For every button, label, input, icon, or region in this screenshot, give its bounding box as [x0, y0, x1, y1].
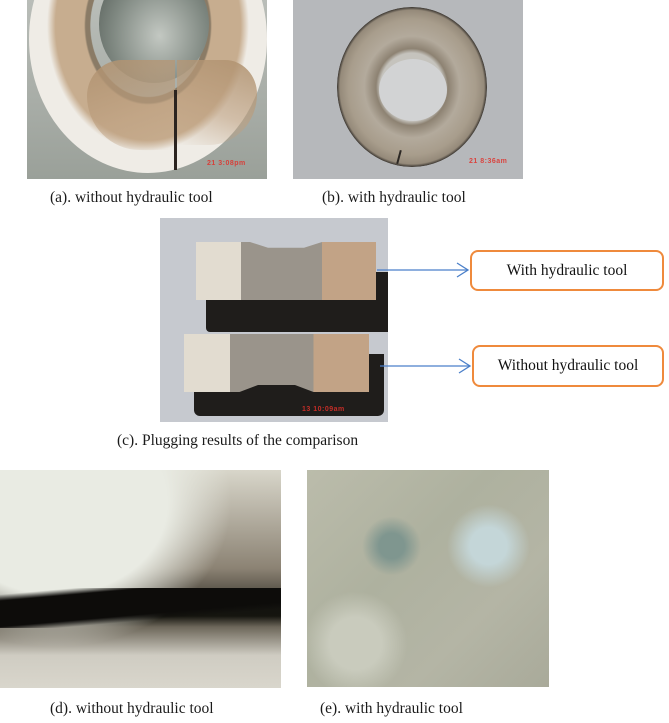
- caption-a: (a). without hydraulic tool: [50, 189, 213, 206]
- arrowhead-icon: [456, 262, 470, 278]
- callout-label: Without hydraulic tool: [497, 357, 639, 374]
- arrowhead-icon: [458, 358, 472, 374]
- timestamp-stamp: 21 3:08pm: [207, 160, 246, 167]
- fracture-crack: [174, 90, 177, 170]
- micrograph-with-tool: [307, 470, 549, 687]
- plugging-stain-right: [177, 60, 257, 145]
- callout-with-hydraulic-tool: With hydraulic tool: [470, 250, 664, 291]
- photo-plug-comparison: 13 10:09am: [160, 218, 388, 422]
- callout-label: With hydraulic tool: [506, 261, 628, 279]
- disc-hole: [379, 59, 447, 121]
- callout-without-hydraulic-tool: Without hydraulic tool: [472, 345, 664, 387]
- timestamp-stamp: 21 8:36am: [469, 158, 508, 165]
- photo-pipe-section-without-tool: 21 3:08pm: [27, 0, 267, 179]
- caption-b: (b). with hydraulic tool: [322, 189, 466, 206]
- caption-c: (c). Plugging results of the comparison: [117, 432, 359, 449]
- fracture-gap: [0, 588, 281, 628]
- caption-d: (d). without hydraulic tool: [50, 700, 214, 717]
- photo-disc-with-tool: 21 8:36am: [293, 0, 523, 179]
- timestamp-stamp: 13 10:09am: [302, 406, 345, 413]
- micrograph-without-tool: [0, 470, 281, 688]
- caption-e: (e). with hydraulic tool: [320, 700, 463, 717]
